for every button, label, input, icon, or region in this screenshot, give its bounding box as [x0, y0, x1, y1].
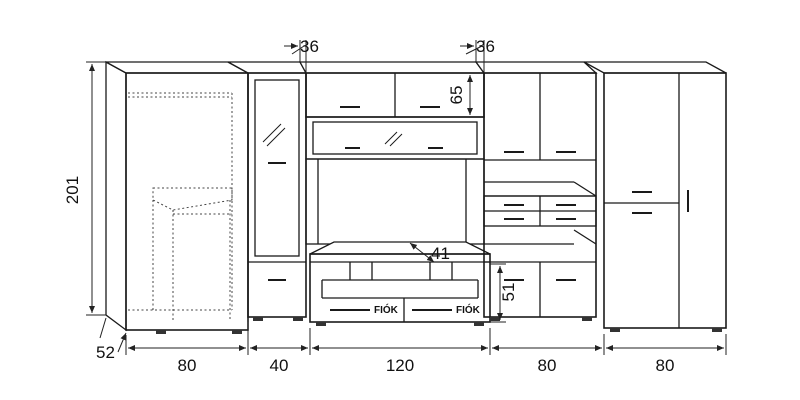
drawer-label-right: FIÓK [456, 303, 481, 316]
depth-wardrobe-label: 52 [96, 343, 115, 362]
tv-lower-unit: FIÓK FIÓK [309, 241, 491, 326]
glass-cabinet [227, 61, 308, 321]
right-cabinet [474, 61, 598, 321]
top-cabinet [298, 61, 486, 245]
width-glass-cabinet-label: 40 [270, 356, 289, 375]
dimension-lines [86, 40, 727, 355]
width-left-wardrobe-label: 80 [178, 356, 197, 375]
depth-tv-shelf-label: 41 [431, 244, 450, 263]
width-tv-section-label: 120 [386, 356, 414, 375]
drawer-label-left: FIÓK [374, 303, 399, 316]
height-lower-cabinet-label: 51 [499, 283, 518, 302]
depth-top-right-label: 36 [476, 37, 495, 56]
width-right-cabinet-label: 80 [538, 356, 557, 375]
left-wardrobe [105, 60, 249, 334]
right-wardrobe [583, 61, 727, 332]
width-right-wardrobe-label: 80 [656, 356, 675, 375]
depth-top-left-label: 36 [300, 37, 319, 56]
height-total-label: 201 [63, 176, 82, 204]
height-top-cabinet-label: 65 [447, 86, 466, 105]
